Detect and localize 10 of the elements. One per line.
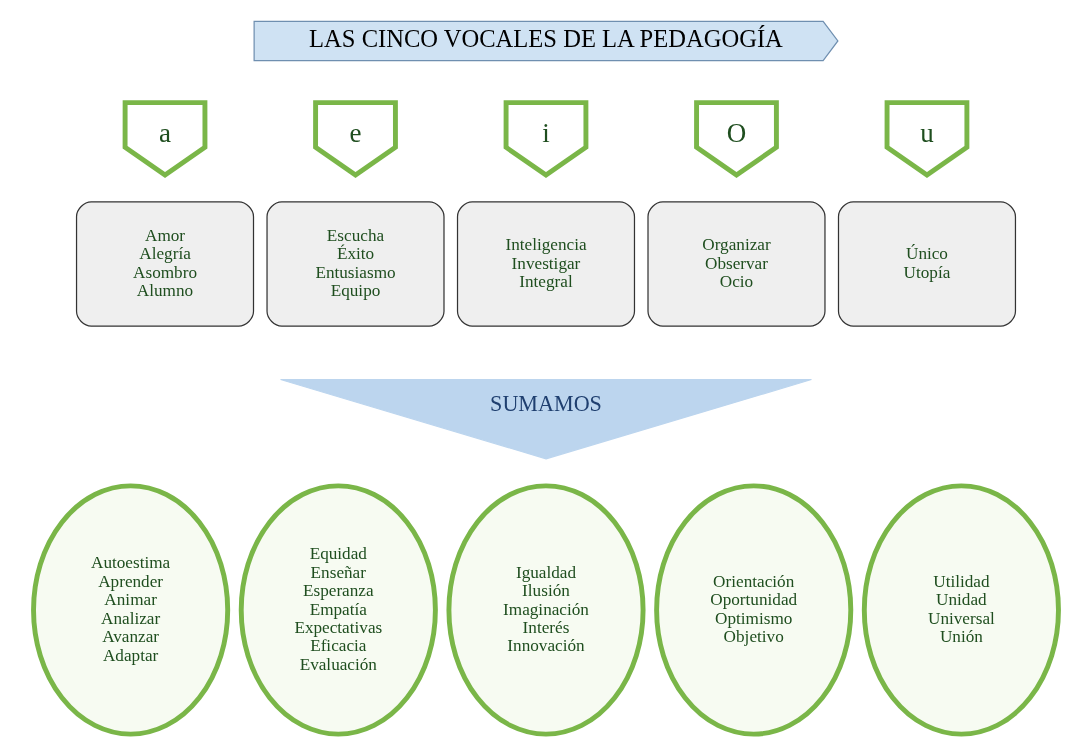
node-ellipse: Orientación Oportunidad Optimismo Objetivo [654,482,854,737]
node-box: Amor Alegría Asombro Alumno [75,200,255,327]
node-ellipse: Autoestima Aprender Animar Analizar Avanzar Adaptar [31,482,231,737]
node-box: Inteligencia Investigar Integral [456,200,636,327]
node-box: Organizar Observar Ocio [647,200,826,327]
node-ellipse: Utilidad Unidad Universal Unión [861,482,1061,737]
node-box: Único Utopía [837,200,1017,327]
node-ellipse: Igualdad Ilusión Imaginación Interés Innovación [446,482,646,737]
node-box: Escucha Éxito Entusiasmo Equipo [266,200,445,327]
node-ellipse: Equidad Enseñar Esperanza Empatía Expectativas Eficacia Evaluación [238,482,438,737]
